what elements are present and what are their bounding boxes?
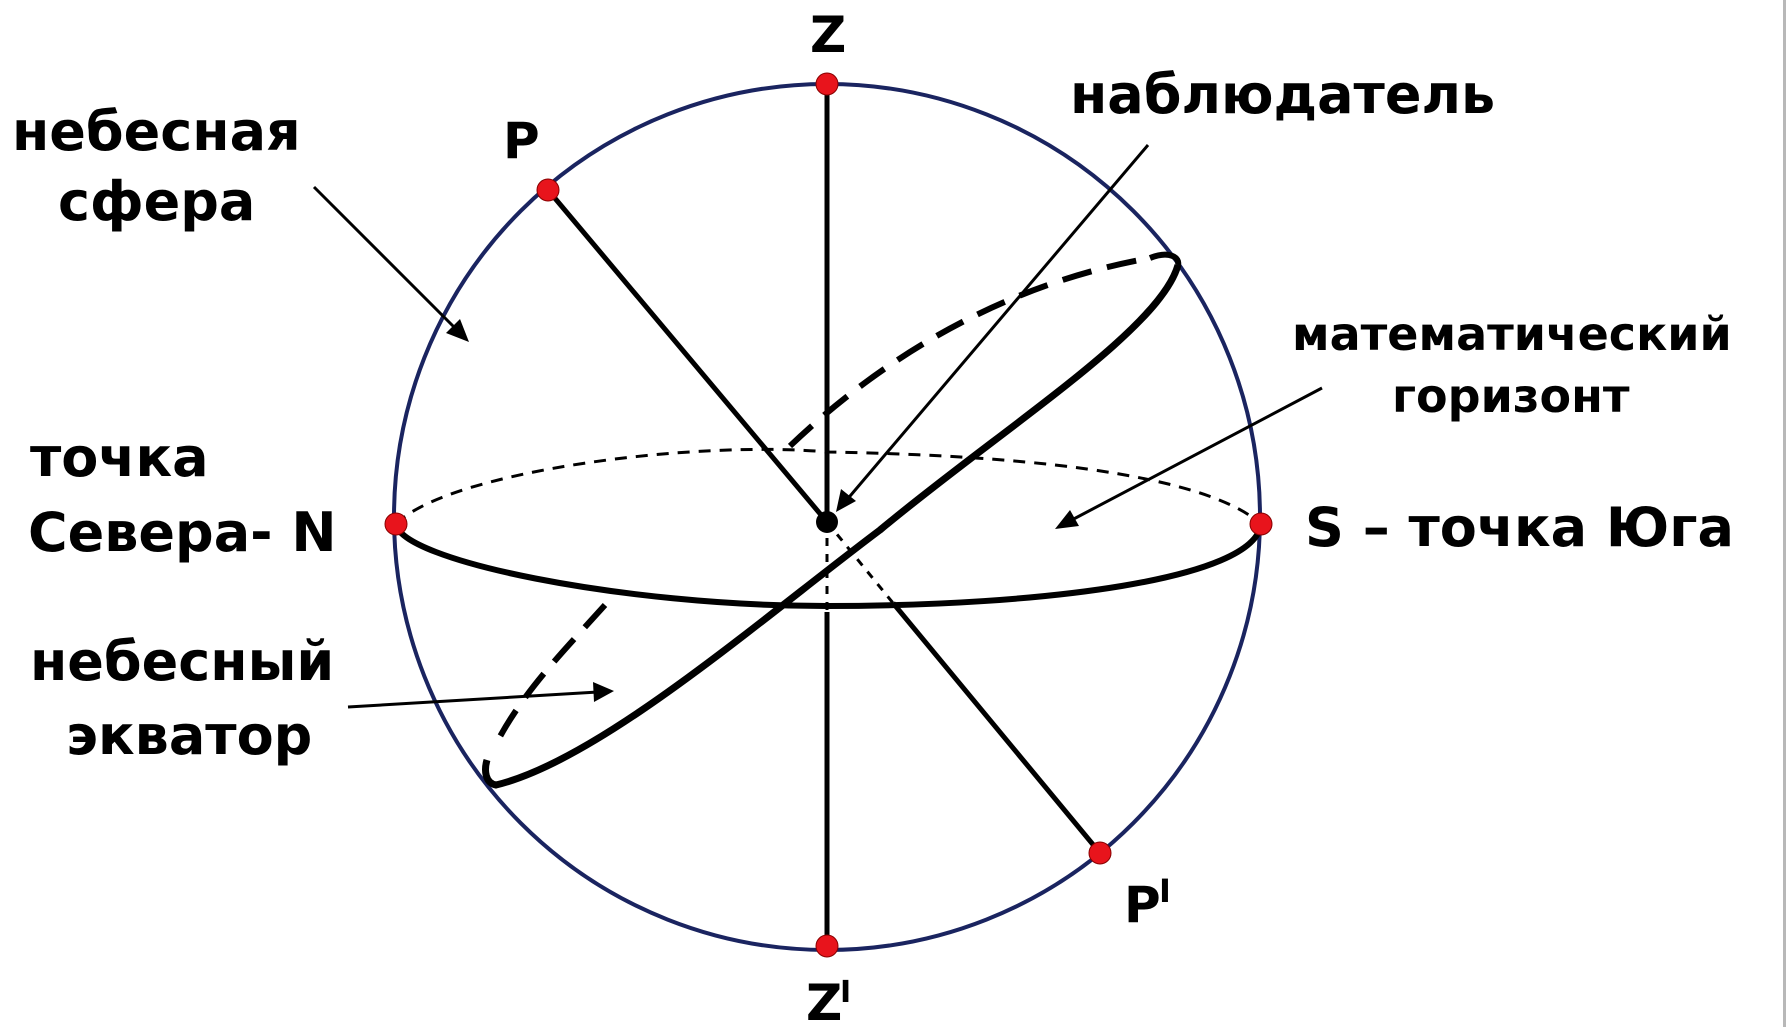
polar-axis-upper [546, 188, 829, 524]
horizon-pointer-arrowhead [1055, 510, 1079, 529]
equator-pointer-arrowhead [593, 682, 614, 702]
north-celestial-pole-point [536, 178, 560, 202]
nadir-label: Z [806, 974, 842, 1027]
equator-front-arc [482, 263, 1182, 789]
equator-back-arc-lower [490, 602, 608, 752]
celestial-equator-label-line1: небесный [30, 630, 334, 693]
sphere-pointer-arrowhead [446, 319, 469, 342]
horizon-pointer-arrow [1067, 386, 1323, 524]
nadir-prime-mark: I [840, 975, 851, 1010]
north-point [384, 512, 408, 536]
zenith-point [815, 72, 839, 96]
south-pole-prime-mark: I [1159, 872, 1171, 910]
celestial-sphere-label-line2: сфера [58, 170, 255, 233]
celestial-equator-label-line2: экватор [66, 704, 312, 767]
south-point [1249, 512, 1273, 536]
celestial-sphere-label-line1: небесная [12, 100, 301, 163]
zenith-label: Z [810, 6, 846, 64]
equator-back-arc [787, 255, 1151, 449]
south-celestial-pole-point [1088, 841, 1112, 865]
north-point-label-line1: точка [30, 426, 209, 489]
north-point-label-line2: Севера- N [28, 501, 337, 564]
horizon-label-line2: горизонт [1392, 369, 1630, 423]
pointer-arrows [312, 144, 1323, 709]
observer-label: наблюдатель [1070, 63, 1495, 126]
observer-pointer-arrowhead [836, 489, 856, 512]
north-pole-label: P [503, 112, 540, 170]
horizon-label-line1: математический [1292, 307, 1732, 361]
equator-front-arc-tip [1148, 251, 1182, 266]
polar-axis-lower [891, 601, 1102, 855]
sphere-pointer-arrow [312, 185, 462, 335]
polar-axis-hidden [825, 521, 895, 604]
observer-pointer-arrow [843, 144, 1150, 503]
observer-point [816, 511, 838, 533]
equator-pointer-arrow [347, 690, 599, 709]
south-point-label: S – точка Юга [1305, 496, 1734, 559]
south-pole-label: P [1124, 876, 1161, 934]
nadir-point [815, 934, 839, 958]
